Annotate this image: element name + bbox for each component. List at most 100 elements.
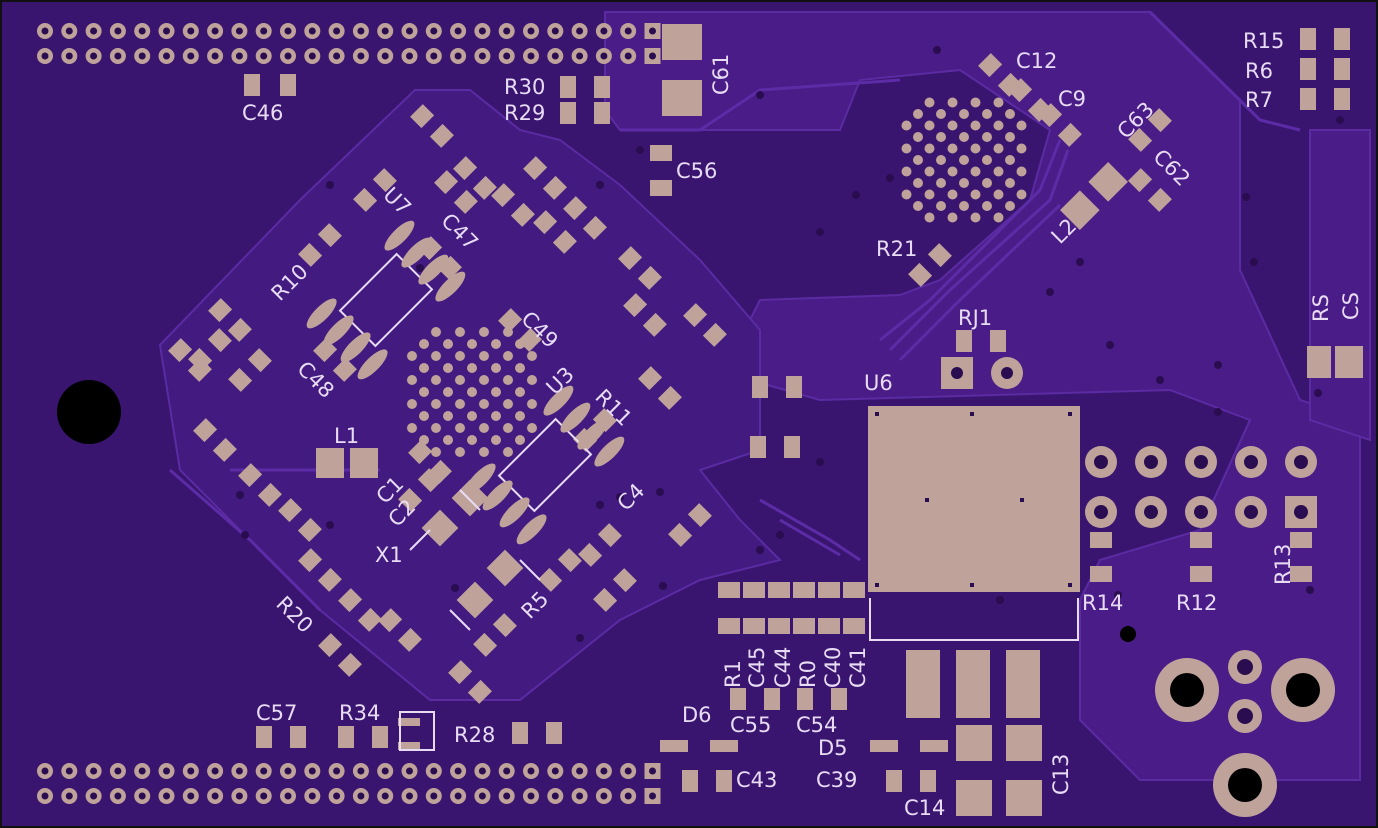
bga-ball xyxy=(431,327,441,337)
ic-lead xyxy=(482,480,513,511)
ic-lead-ovals xyxy=(306,220,625,545)
bga-ball xyxy=(479,375,489,385)
bga-ball xyxy=(431,351,441,361)
bga-ball xyxy=(947,143,958,154)
bga-ball xyxy=(959,201,969,211)
via xyxy=(1106,341,1114,349)
bga-ball xyxy=(467,435,477,445)
bga-ball xyxy=(455,399,465,409)
rotated-component xyxy=(908,243,952,287)
bga-ball xyxy=(431,447,441,457)
bga-ball xyxy=(993,166,1004,177)
bga-ball xyxy=(455,327,465,337)
bga-ball xyxy=(479,447,489,457)
label-c45: C45 xyxy=(745,647,769,688)
rotated-component xyxy=(668,503,712,547)
bga-ball xyxy=(924,120,935,131)
via xyxy=(1114,591,1122,599)
ic-lead xyxy=(516,514,547,545)
bga-ball xyxy=(443,363,453,373)
label-c12: C12 xyxy=(1016,49,1057,73)
bga-ball xyxy=(936,132,946,142)
rotated-component xyxy=(623,293,667,337)
rotated-component xyxy=(1128,108,1172,152)
bga-ball xyxy=(959,155,969,165)
label-r29: R29 xyxy=(504,101,545,125)
label-r1: R1 xyxy=(721,660,745,688)
rotated-component xyxy=(563,196,607,240)
rotated-pads xyxy=(168,53,1172,704)
bga-ball xyxy=(407,351,417,361)
bga-ball xyxy=(901,189,912,200)
bga-ball xyxy=(479,351,489,361)
label-r0: R0 xyxy=(796,660,820,688)
rotated-component xyxy=(578,523,622,567)
u6-silk-outline xyxy=(869,598,1079,641)
bga-ball xyxy=(515,387,525,397)
rotated-component xyxy=(533,210,577,254)
bga-ball xyxy=(1016,143,1027,154)
label-c54: C54 xyxy=(796,713,837,737)
bga-ball xyxy=(936,109,946,119)
bga-ball xyxy=(970,97,981,108)
via xyxy=(776,531,784,539)
bga-ball xyxy=(959,109,969,119)
via xyxy=(451,584,459,592)
ic-lead xyxy=(401,237,432,268)
label-l1: L1 xyxy=(334,424,359,448)
bga-ball xyxy=(491,435,501,445)
label-r12: R12 xyxy=(1176,591,1217,615)
bga-ball xyxy=(527,399,537,409)
bga-ball xyxy=(527,351,537,361)
bga-ball xyxy=(924,189,935,200)
rotated-component xyxy=(188,328,232,372)
bga-ball xyxy=(407,423,417,433)
bga-ball xyxy=(936,201,946,211)
bga-ball xyxy=(1005,109,1015,119)
bga-ball xyxy=(993,120,1004,131)
via xyxy=(596,181,604,189)
rotated-component xyxy=(318,633,362,677)
via xyxy=(886,174,894,182)
label-r13: R13 xyxy=(1271,544,1295,585)
rotated-component xyxy=(1128,168,1172,212)
via xyxy=(326,181,334,189)
rotated-component xyxy=(978,53,1022,97)
via xyxy=(236,491,244,499)
rotated-component xyxy=(298,548,342,592)
via xyxy=(756,546,764,554)
bga-ball xyxy=(491,363,501,373)
crystal-pad xyxy=(421,509,459,547)
bga-ball xyxy=(1005,155,1015,165)
bga-ball xyxy=(901,120,912,131)
via xyxy=(1306,586,1314,594)
ic-lead xyxy=(384,220,415,251)
crystal-pad xyxy=(456,581,494,619)
bga-ball xyxy=(455,351,465,361)
bga-ball xyxy=(947,120,958,131)
bga-ball xyxy=(527,375,537,385)
bga-ball xyxy=(947,189,958,200)
label-c14: C14 xyxy=(904,796,945,820)
bga-ball xyxy=(491,339,501,349)
label-c39: C39 xyxy=(816,768,857,792)
u6-thermal-pad xyxy=(868,406,1080,592)
ic-lead xyxy=(340,332,371,363)
bga-ball xyxy=(503,447,513,457)
via xyxy=(596,501,604,509)
label-c44: C44 xyxy=(771,647,795,688)
rotated-component xyxy=(298,223,342,267)
bga-ball xyxy=(993,189,1004,200)
via xyxy=(852,191,860,199)
bga-ball xyxy=(901,143,912,154)
rotated-component xyxy=(453,156,497,200)
bga-ball xyxy=(515,435,525,445)
label-r15: R15 xyxy=(1243,29,1284,53)
via xyxy=(576,634,584,642)
label-c41: C41 xyxy=(846,647,870,688)
ic-lead xyxy=(577,419,608,450)
ic-lead xyxy=(465,463,496,494)
bga-ball xyxy=(467,363,477,373)
rotated-component xyxy=(228,348,272,392)
